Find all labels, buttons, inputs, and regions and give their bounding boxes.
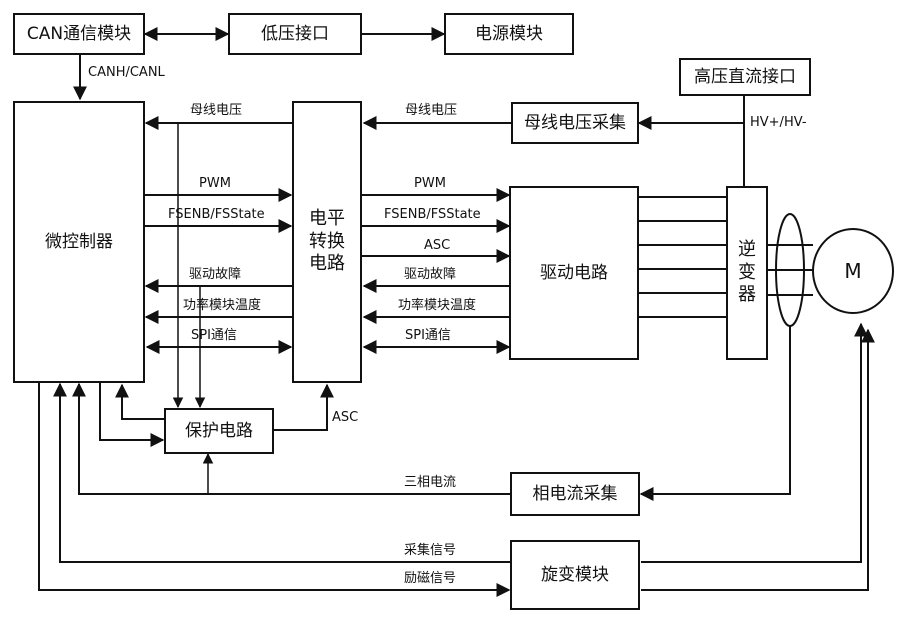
mcu-block: 微控制器	[13, 101, 145, 383]
module-temp-left-label: 功率模块温度	[183, 298, 262, 313]
excitation-signal-label: 励磁信号	[404, 571, 457, 586]
level-shift-block: 电平 转换 电路	[292, 101, 362, 383]
protection-to-mcu	[115, 383, 164, 420]
resolver-excitation-to-motor	[641, 328, 875, 591]
gate-drive-lines	[639, 196, 726, 318]
inverter-block: 逆 变 器	[726, 186, 768, 360]
resolver-module-block: 旋变模块	[510, 540, 640, 610]
low-voltage-port-block: 低压接口	[228, 13, 362, 55]
ring-to-phase-sampling	[639, 326, 791, 501]
phase-current-sampling-block: 相电流采集	[510, 472, 640, 516]
fsenb-right-label: FSENB/FSState	[384, 207, 481, 222]
level-shift-line-2: 转换	[309, 230, 345, 252]
bus-voltage-sampling-block: 母线电压采集	[511, 102, 639, 144]
protection-circuit-block: 保护电路	[164, 408, 274, 454]
bus-voltage-left-label: 母线电压	[190, 103, 243, 118]
excitation-signal-line	[38, 383, 511, 597]
can-module-block: CAN通信模块	[13, 13, 145, 55]
mcu-to-protection	[99, 383, 165, 447]
driver-circuit-block: 驱动电路	[509, 186, 639, 360]
module-temp-right-label: 功率模块温度	[398, 298, 477, 313]
bus-voltage-right-label: 母线电压	[405, 103, 458, 118]
pwm-right-label: PWM	[414, 176, 446, 191]
spi-right-label: SPI通信	[405, 328, 451, 343]
inverter-char-2: 变	[738, 261, 756, 283]
asc-right-label: ASC	[424, 238, 451, 253]
hv-label: HV+/HV-	[750, 115, 807, 130]
inverter-char-3: 器	[738, 284, 756, 306]
motor-to-resolver	[641, 322, 868, 563]
drive-fault-right-label: 驱动故障	[404, 267, 457, 282]
power-module-block: 电源模块	[444, 13, 574, 55]
three-phase-current-line	[72, 382, 510, 495]
pwm-left-label: PWM	[199, 176, 231, 191]
level-shift-line-1: 电平	[309, 208, 345, 230]
level-shift-line-3: 电路	[309, 253, 345, 275]
drive-fault-left-label: 驱动故障	[189, 267, 242, 282]
asc-bottom-label: ASC	[332, 410, 359, 425]
motor-phase-lines	[768, 244, 813, 296]
three-phase-current-label: 三相电流	[404, 475, 457, 490]
motor-circle: M	[812, 228, 894, 314]
sampling-signal-label: 采集信号	[404, 543, 457, 558]
fsenb-left-label: FSENB/FSState	[168, 207, 265, 222]
protection-to-level-shift	[274, 383, 334, 431]
sampling-signal-line	[53, 382, 510, 563]
inverter-char-1: 逆	[738, 239, 756, 261]
spi-left-label: SPI通信	[191, 328, 237, 343]
canh-canl-label: CANH/CANL	[88, 65, 165, 80]
hv-dc-port-block: 高压直流接口	[679, 58, 811, 96]
